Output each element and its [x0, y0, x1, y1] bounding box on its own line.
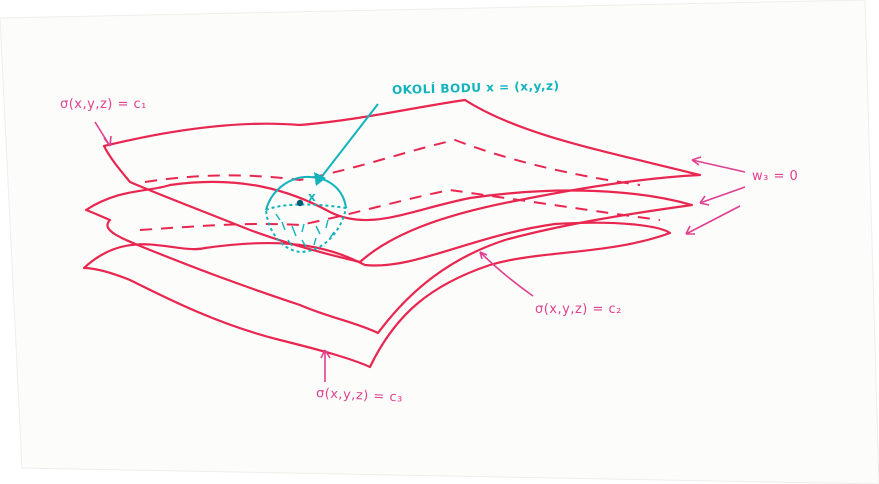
- middle-surface-label: σ(x,y,z) = c₂: [535, 302, 622, 317]
- point-x-label: x: [308, 190, 316, 204]
- point-x-dot: [297, 200, 303, 206]
- top-surface-label: σ(x,y,z) = c₁: [60, 97, 147, 112]
- w-zero-label: w₃ = 0: [752, 169, 798, 184]
